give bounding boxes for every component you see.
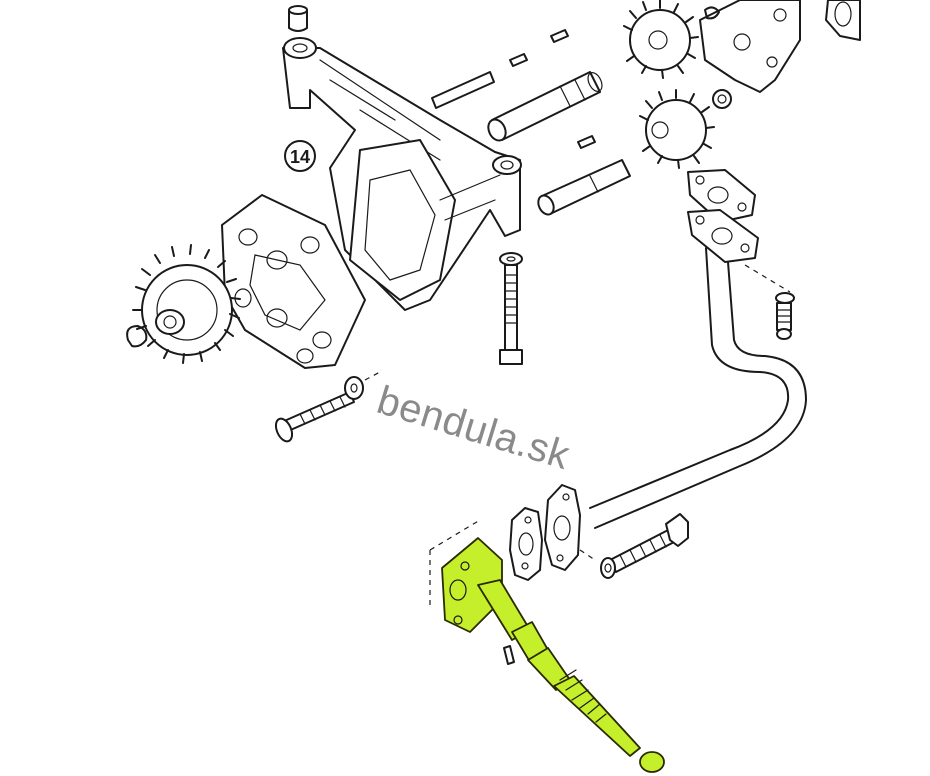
drive-shaft <box>487 71 603 142</box>
driven-shaft <box>537 159 631 216</box>
callout-number: 14 <box>290 147 310 167</box>
callout-badge: 14 <box>284 140 316 172</box>
strainer-bolt <box>503 645 515 665</box>
pump-gear-lower <box>639 89 715 169</box>
pipe-flange-gaskets <box>429 484 596 606</box>
flange-bolt-right <box>744 264 795 340</box>
pump-housing <box>282 37 522 311</box>
cover-bolt-with-washer <box>274 371 381 443</box>
spur-gear-large <box>132 244 241 364</box>
oil-pipe <box>589 247 807 529</box>
clip-top <box>704 6 720 20</box>
gear-retaining-clip <box>126 325 148 348</box>
pump-gear-upper <box>623 0 699 79</box>
housing-stud <box>499 252 523 365</box>
oil-pickup-strainer <box>441 537 665 773</box>
dowel-pins <box>431 29 596 149</box>
rear-cover <box>699 0 861 93</box>
retaining-ring <box>712 89 732 109</box>
bushing-sleeve <box>288 5 308 32</box>
pipe-mounting-bolt <box>600 513 689 579</box>
outlet-gasket-flange <box>687 169 759 263</box>
